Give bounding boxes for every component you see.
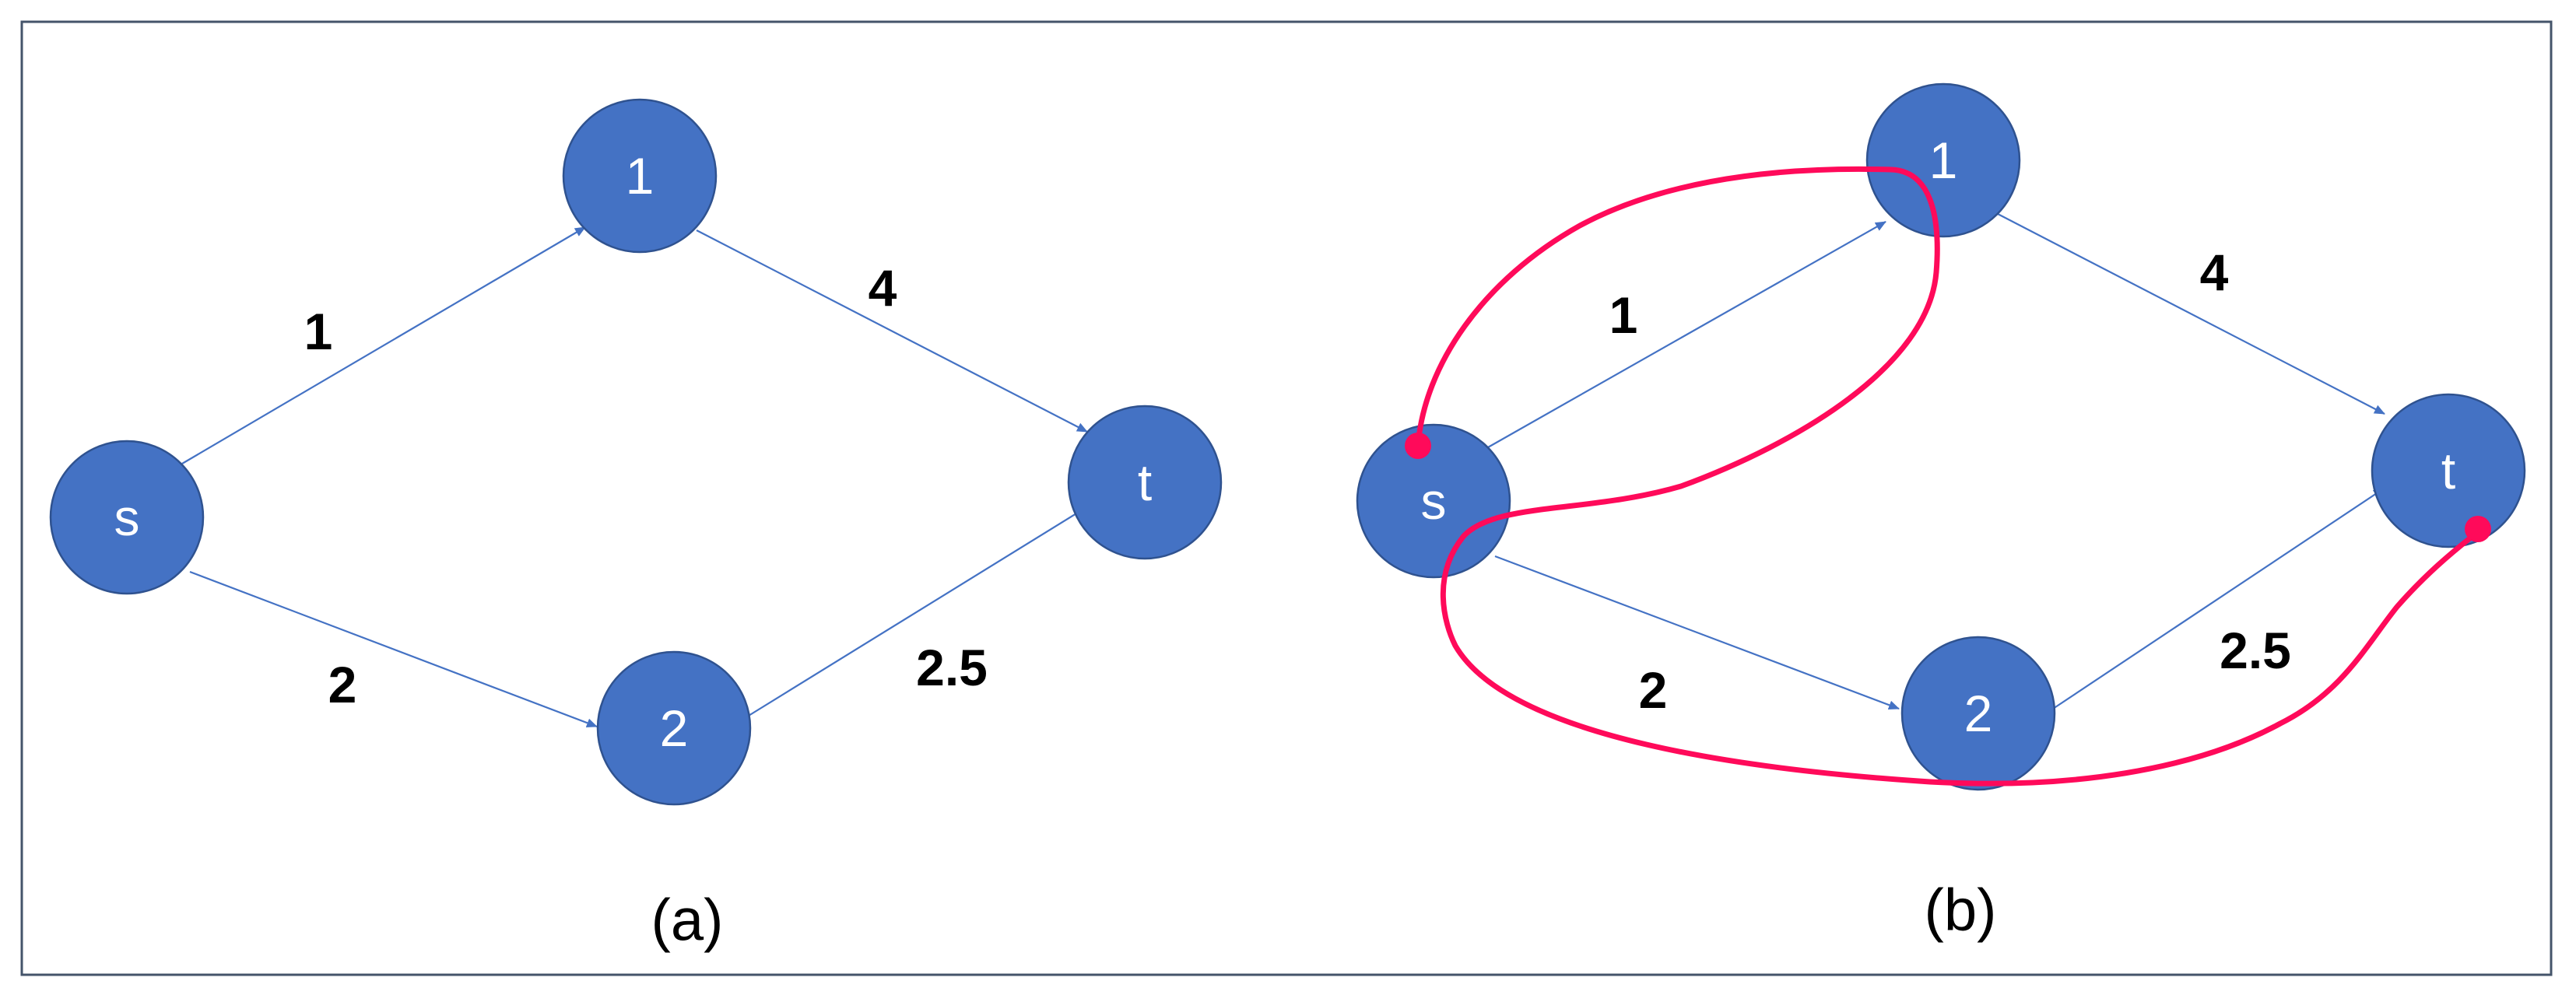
node-b-2-label: 2: [1964, 685, 1993, 742]
diagram-a: 1 2 4 2.5 s 1 2 t (a): [49, 98, 1223, 954]
weight-label-a-s-1: 1: [304, 303, 333, 360]
node-a-s: s: [49, 440, 205, 595]
node-a-2-circle: [596, 650, 752, 806]
figure-frame: [20, 20, 2553, 976]
node-b-1-label: 1: [1929, 131, 1958, 189]
node-b-1-circle: [1865, 82, 2021, 238]
caption-a: (a): [651, 888, 724, 954]
node-b-s: s: [1356, 423, 1511, 579]
node-a-s-label: s: [114, 489, 140, 546]
node-a-s-circle: [49, 440, 205, 595]
edge-a-s-2: [189, 570, 598, 728]
node-a-1-label: 1: [626, 147, 655, 205]
highlight-start-dot: [1405, 433, 1431, 459]
weight-label-a-s-2: 2: [328, 656, 357, 713]
highlight-path-curve: [1415, 166, 2482, 787]
node-b-t-circle: [2371, 393, 2526, 548]
highlight-end-dot: [2465, 516, 2491, 542]
node-a-1-circle: [562, 98, 718, 254]
caption-b: (b): [1925, 878, 1997, 944]
weight-label-a-1-t: 4: [869, 259, 897, 317]
node-a-t: t: [1067, 405, 1223, 560]
edge-b-s-2: [1494, 555, 1900, 710]
node-b-1: 1: [1865, 82, 2021, 238]
edge-a-s-1: [181, 226, 586, 464]
node-a-t-circle: [1067, 405, 1223, 560]
node-a-2-label: 2: [660, 699, 689, 757]
node-a-1: 1: [562, 98, 718, 254]
node-b-2-circle: [1900, 636, 2056, 791]
node-a-t-label: t: [1138, 454, 1152, 511]
edge-b-2-t: [2052, 488, 2385, 709]
edge-b-s-1: [1487, 221, 1886, 448]
node-b-s-label: s: [1421, 472, 1447, 530]
edge-b-1-t: [1997, 213, 2385, 415]
node-b-s-circle: [1356, 423, 1511, 579]
weight-label-b-2-t: 2.5: [2220, 622, 2291, 679]
weight-label-a-2-t: 2.5: [916, 639, 988, 696]
edge-a-1-t: [696, 229, 1088, 433]
weight-label-b-s-1: 1: [1609, 286, 1638, 344]
edge-a-2-t: [744, 504, 1091, 719]
weight-label-b-1-t: 4: [2200, 243, 2229, 301]
node-a-2: 2: [596, 650, 752, 806]
node-b-t: t: [2371, 393, 2526, 548]
diagram-b: 1 2 4 2.5 s 1 2 t (b): [1356, 82, 2526, 944]
weight-label-b-s-2: 2: [1639, 661, 1668, 719]
node-b-2: 2: [1900, 636, 2056, 791]
node-b-t-label: t: [2441, 442, 2455, 499]
